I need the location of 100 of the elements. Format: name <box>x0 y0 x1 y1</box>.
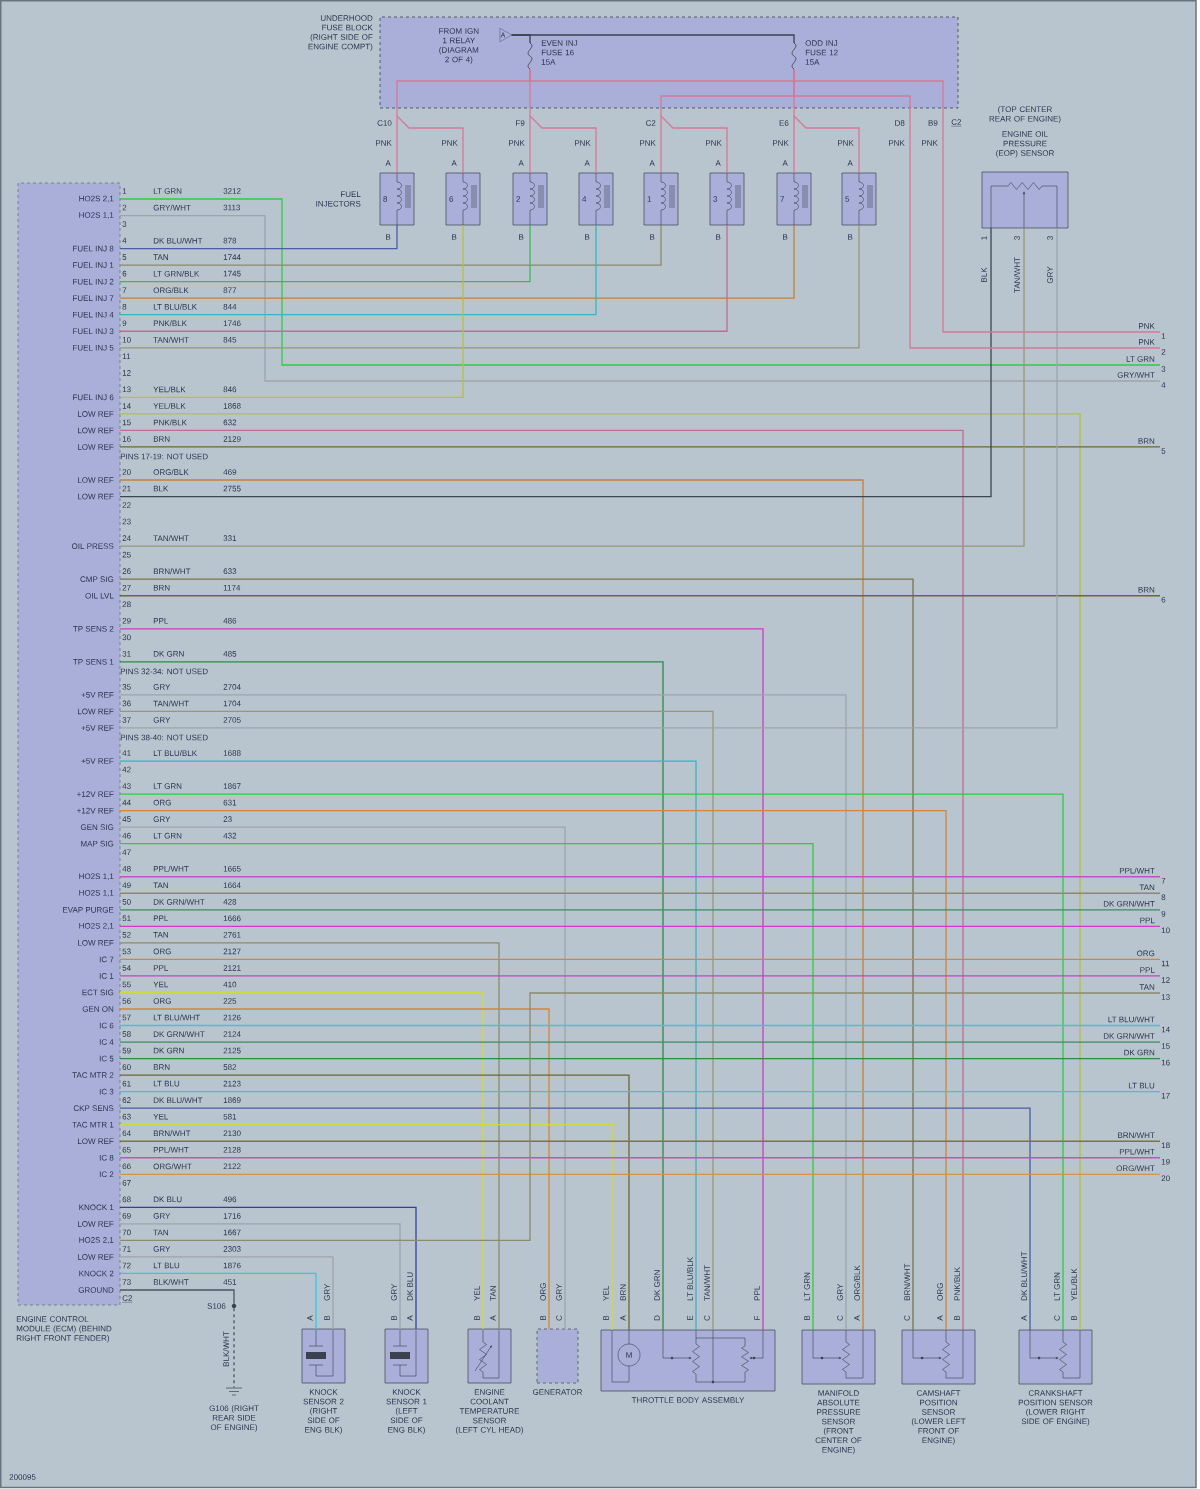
wire <box>119 227 1058 729</box>
circuit-number: 2755 <box>223 485 241 492</box>
pin-label: FUEL INJ 5 <box>73 345 114 351</box>
wire-label: YEL <box>603 1285 609 1301</box>
wire <box>396 115 398 174</box>
sensor-name: ENGINE COOLANT TEMPERATURE SENSOR <box>459 1389 520 1424</box>
terminal-label: C <box>556 1315 562 1321</box>
pin-number: 63 <box>122 1113 131 1120</box>
circuit-number: 2126 <box>223 1014 241 1021</box>
terminal-label: A <box>715 160 721 166</box>
wire-label: LT BLU <box>1128 1082 1155 1089</box>
connector-number: 10 <box>1161 927 1170 934</box>
wire-label: ORG <box>540 1283 546 1301</box>
pin-number: 7 <box>122 287 127 293</box>
pin-number: 48 <box>122 865 131 872</box>
connector-number: 14 <box>1161 1026 1170 1033</box>
pin-label: FUEL INJ 8 <box>73 245 114 252</box>
pin-label: LOW REF <box>78 940 114 946</box>
terminal-label: B <box>324 1315 330 1321</box>
wire-label: DK GRN <box>153 651 184 657</box>
sensor-name: KNOCK SENSOR 2 <box>303 1389 344 1405</box>
terminal-label: B9 <box>928 120 938 126</box>
pin-number: 15 <box>122 419 131 426</box>
sensor-name: CRANKSHAFT POSITION SENSOR <box>1018 1390 1093 1406</box>
wire-label: DK GRN <box>1124 1049 1155 1056</box>
terminal-label: B <box>519 234 524 240</box>
terminal-label: B <box>1071 1315 1077 1321</box>
wire-label: TAN <box>490 1286 496 1301</box>
pin-number: 13 <box>122 386 131 393</box>
wire-label: LT BLU/BLK <box>687 1257 693 1301</box>
wire <box>529 115 531 174</box>
wire <box>119 925 1161 927</box>
wire-label: LT GRN <box>153 188 182 194</box>
terminal-label: B <box>585 234 590 240</box>
terminal-label: A <box>620 1315 626 1321</box>
wire-label: TAN <box>153 254 168 260</box>
pin-label: LOW REF <box>78 1138 114 1145</box>
module-title: ENGINE CONTROL MODULE (ECM) (BEHIND RIGHT FRONT FENDER) <box>16 1316 112 1343</box>
wire-label: DK GRN/WHT <box>153 898 205 905</box>
wire-label: ORG/BLK <box>153 469 189 475</box>
pin-number: 69 <box>122 1213 131 1219</box>
wire-label: ORG <box>153 948 171 955</box>
terminal-label: B <box>474 1315 480 1321</box>
wire-label: LT BLU/BLK <box>153 303 197 310</box>
wire-label: TAN <box>153 882 168 888</box>
circuit-number: 451 <box>223 1279 237 1285</box>
wire-label: PPL <box>1140 967 1155 973</box>
circuit-number: 496 <box>223 1196 237 1203</box>
pin-number: 72 <box>122 1262 131 1269</box>
connector-number: 5 <box>1161 448 1166 454</box>
splice-label: S106 <box>207 1303 226 1309</box>
terminal-label: B <box>954 1315 960 1321</box>
sensor-name: CAMSHAFT POSITION SENSOR <box>916 1390 961 1415</box>
pin-number: 2 <box>122 204 127 211</box>
pin-number: 30 <box>122 634 131 641</box>
wire-label: PPL/WHT <box>153 1146 189 1153</box>
pin-label: FUEL INJ 1 <box>73 262 114 268</box>
connector-number: 3 <box>1161 366 1166 372</box>
pin-label: ECT SIG <box>82 989 114 996</box>
circuit-number: 2122 <box>223 1163 241 1170</box>
sensor-name: KNOCK SENSOR 1 <box>386 1389 427 1405</box>
wire-label: LT GRN <box>804 1272 810 1301</box>
wire-label: LT BLU/WHT <box>153 1014 200 1021</box>
wire-label: BLK <box>981 267 987 282</box>
wire-label: GRY <box>837 1283 843 1301</box>
location-note: (TOP CENTER REAR OF ENGINE) <box>989 106 1061 124</box>
pin-number: 68 <box>122 1196 131 1203</box>
pin-number: 1 <box>122 188 127 194</box>
connector-number: 6 <box>1161 596 1166 603</box>
ground-label: G106 (RIGHT REAR SIDE OF ENGINE) <box>209 1405 259 1432</box>
pin-label: GROUND <box>78 1287 114 1293</box>
terminal-label: A <box>649 160 655 166</box>
wire-label: PNK <box>509 140 525 146</box>
circuit-number: 2127 <box>223 948 241 955</box>
sensor-name: THROTTLE BODY ASSEMBLY <box>631 1397 745 1403</box>
pin-label: KNOCK 2 <box>79 1270 114 1277</box>
block-title: UNDERHOOD FUSE BLOCK (RIGHT SIDE OF ENGINE COMPT) <box>308 15 373 51</box>
terminal-label: B <box>386 234 391 240</box>
wire-label: YEL/BLK <box>1071 1268 1077 1301</box>
connector-number: 17 <box>1161 1092 1170 1099</box>
wire-label: GRY <box>391 1283 397 1301</box>
pin-label: LOW REF <box>78 708 114 715</box>
wire <box>119 892 1161 894</box>
wire-label: GRY <box>153 717 171 723</box>
wire <box>119 942 500 1330</box>
terminal-label: A <box>847 160 853 166</box>
pin-number: 25 <box>122 551 131 558</box>
pin-number: 24 <box>122 535 131 541</box>
wire-label: DK BLU <box>407 1272 413 1301</box>
pin-label: OIL LVL <box>85 592 114 599</box>
location-note: (LEFT CYL HEAD) <box>456 1426 523 1435</box>
terminal-label: C <box>837 1315 843 1321</box>
terminal-label: B <box>848 234 853 240</box>
wire <box>660 115 662 174</box>
pin-number: 44 <box>122 799 131 806</box>
wire-label: PNK <box>706 140 722 146</box>
pin-number: 41 <box>122 750 131 756</box>
wire-label: BRN/WHT <box>1118 1132 1155 1139</box>
terminal-label: C10 <box>377 120 392 126</box>
pin-label: GEN SIG <box>80 824 114 830</box>
